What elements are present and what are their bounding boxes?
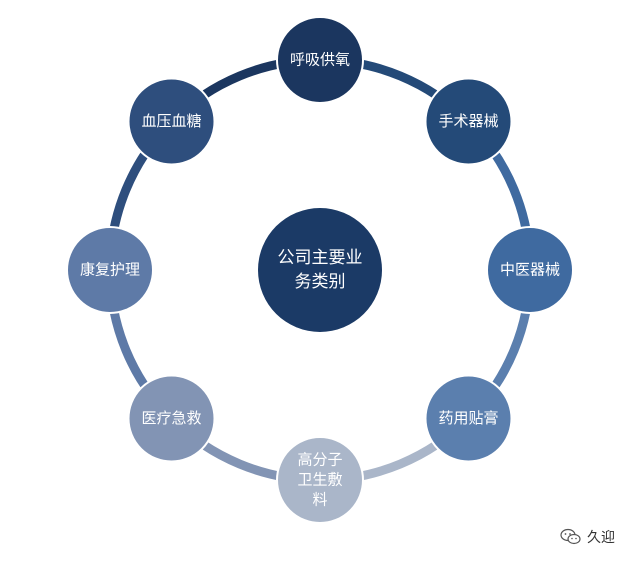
node-label: 务类别 [295,272,346,292]
node-circle [424,374,513,463]
node-label: 血压血糖 [141,112,201,130]
node-label: 呼吸供氧 [290,51,350,69]
category-node: 手术器械 [424,77,513,166]
node-label: 公司主要业 [278,248,363,268]
category-node: 中医器械 [486,226,574,314]
node-circle [276,16,364,104]
node-circle [486,226,574,314]
node-circle [66,226,154,314]
node-label: 中医器械 [500,261,560,279]
node-label: 药用贴膏 [438,409,498,427]
wechat-icon [560,528,581,545]
node-circle [127,77,216,166]
category-node: 医疗急救 [127,374,216,463]
category-node: 呼吸供氧 [276,16,364,104]
watermark: 久迎 [560,527,615,547]
node-circle [276,436,364,524]
category-node: 药用贴膏 [424,374,513,463]
node-label: 手术器械 [438,112,498,130]
node-label: 卫生敷 [297,471,342,489]
node-circle [127,374,216,463]
watermark-text: 久迎 [587,530,615,546]
center-circle [258,208,382,332]
category-node: 血压血糖 [127,77,216,166]
node-label: 高分子 [297,451,342,469]
node-label: 医疗急救 [141,409,201,427]
node-circle [424,77,513,166]
node-label: 料 [312,491,327,509]
node-label: 康复护理 [80,261,140,279]
category-node: 康复护理 [66,226,154,314]
